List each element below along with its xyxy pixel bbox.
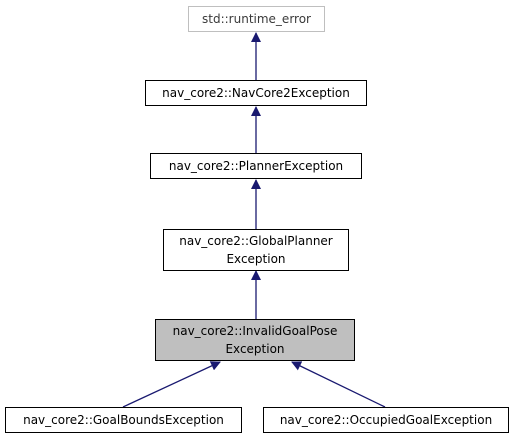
- node-label: nav_core2::PlannerException: [168, 159, 344, 173]
- node-label: nav_core2::OccupiedGoalException: [279, 413, 493, 427]
- node-label-line-2: Exception: [225, 342, 285, 356]
- node-goal-bounds-exception[interactable]: nav_core2::GoalBoundsException: [5, 407, 242, 433]
- node-label-line-2: Exception: [226, 252, 286, 266]
- edge-occupiedgoal-to-invalidgoalpose: [291, 361, 386, 408]
- node-navcore2-exception[interactable]: nav_core2::NavCore2Exception: [145, 80, 367, 106]
- node-invalid-goal-pose-exception: nav_core2::InvalidGoalPose Exception: [155, 319, 355, 361]
- node-label-line-1: nav_core2::GlobalPlanner: [179, 234, 333, 248]
- node-label: std::runtime_error: [202, 12, 311, 26]
- node-label: nav_core2::GoalBoundsException: [23, 413, 224, 427]
- edge-goalbounds-to-invalidgoalpose: [122, 361, 221, 408]
- node-planner-exception[interactable]: nav_core2::PlannerException: [150, 153, 362, 179]
- node-label: nav_core2::NavCore2Exception: [162, 86, 350, 100]
- node-occupied-goal-exception[interactable]: nav_core2::OccupiedGoalException: [263, 407, 509, 433]
- node-runtime-error[interactable]: std::runtime_error: [188, 6, 325, 32]
- node-global-planner-exception[interactable]: nav_core2::GlobalPlanner Exception: [163, 229, 349, 271]
- node-label-line-1: nav_core2::InvalidGoalPose: [172, 324, 338, 338]
